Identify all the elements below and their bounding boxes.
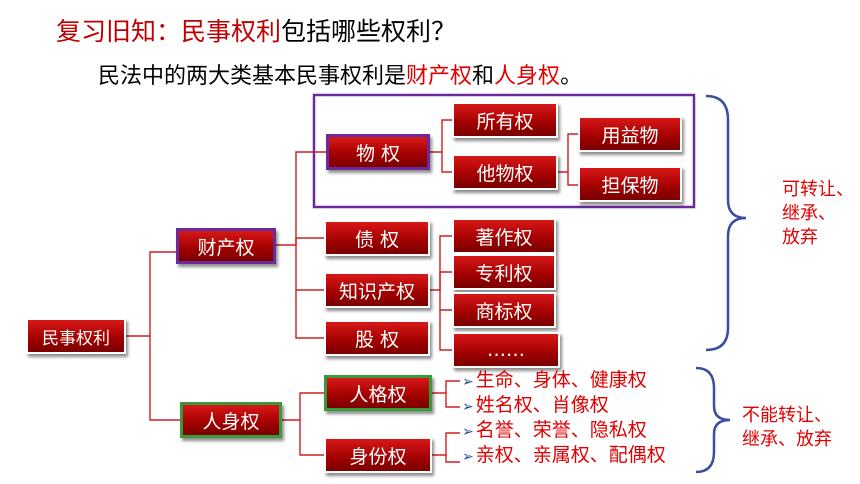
node-identity-rights: 身份权 — [324, 437, 432, 473]
node-property-rights: 财产权 — [176, 228, 276, 264]
node-intellectual-property: 知识产权 — [324, 272, 430, 308]
node-creditor-rights: 债 权 — [324, 220, 430, 256]
list-item: ➢亲权、亲属权、配偶权 — [462, 444, 666, 466]
page-title: 复习旧知：民事权利包括哪些权利？ — [56, 17, 457, 46]
node-etc: …… — [452, 332, 560, 368]
list-item: ➢姓名权、肖像权 — [462, 394, 609, 416]
arrow-icon: ➢ — [462, 399, 474, 415]
arrow-icon: ➢ — [462, 424, 474, 440]
node-patent: 专利权 — [452, 254, 556, 290]
node-personal-rights: 人身权 — [180, 402, 282, 438]
note-transferable: 可转让、 继承、 放弃 — [782, 179, 854, 248]
node-copyright: 著作权 — [452, 218, 556, 254]
arrow-icon: ➢ — [462, 449, 474, 465]
node-security-rights: 担保物 — [578, 166, 682, 202]
subtitle: 民法中的两大类基本民事权利是财产权和人身权。 — [98, 64, 583, 89]
list-item: ➢名誉、荣誉、隐私权 — [462, 419, 647, 441]
node-civil-rights: 民事权利 — [26, 318, 126, 354]
node-usufruct: 用益物 — [578, 116, 682, 152]
node-real-rights: 物 权 — [326, 134, 430, 170]
node-ownership: 所有权 — [452, 102, 558, 138]
node-equity: 股 权 — [324, 320, 430, 356]
note-non-transferable: 不能转让、 继承、放弃 — [742, 405, 832, 450]
personal-rights-list: ➢生命、身体、健康权 ➢姓名权、肖像权 ➢名誉、荣誉、隐私权 ➢亲权、亲属权、配… — [462, 368, 666, 468]
node-other-real-rights: 他物权 — [452, 154, 558, 190]
list-item: ➢生命、身体、健康权 — [462, 369, 647, 391]
arrow-icon: ➢ — [462, 374, 474, 390]
node-trademark: 商标权 — [452, 292, 556, 328]
node-personality-rights: 人格权 — [324, 375, 432, 411]
